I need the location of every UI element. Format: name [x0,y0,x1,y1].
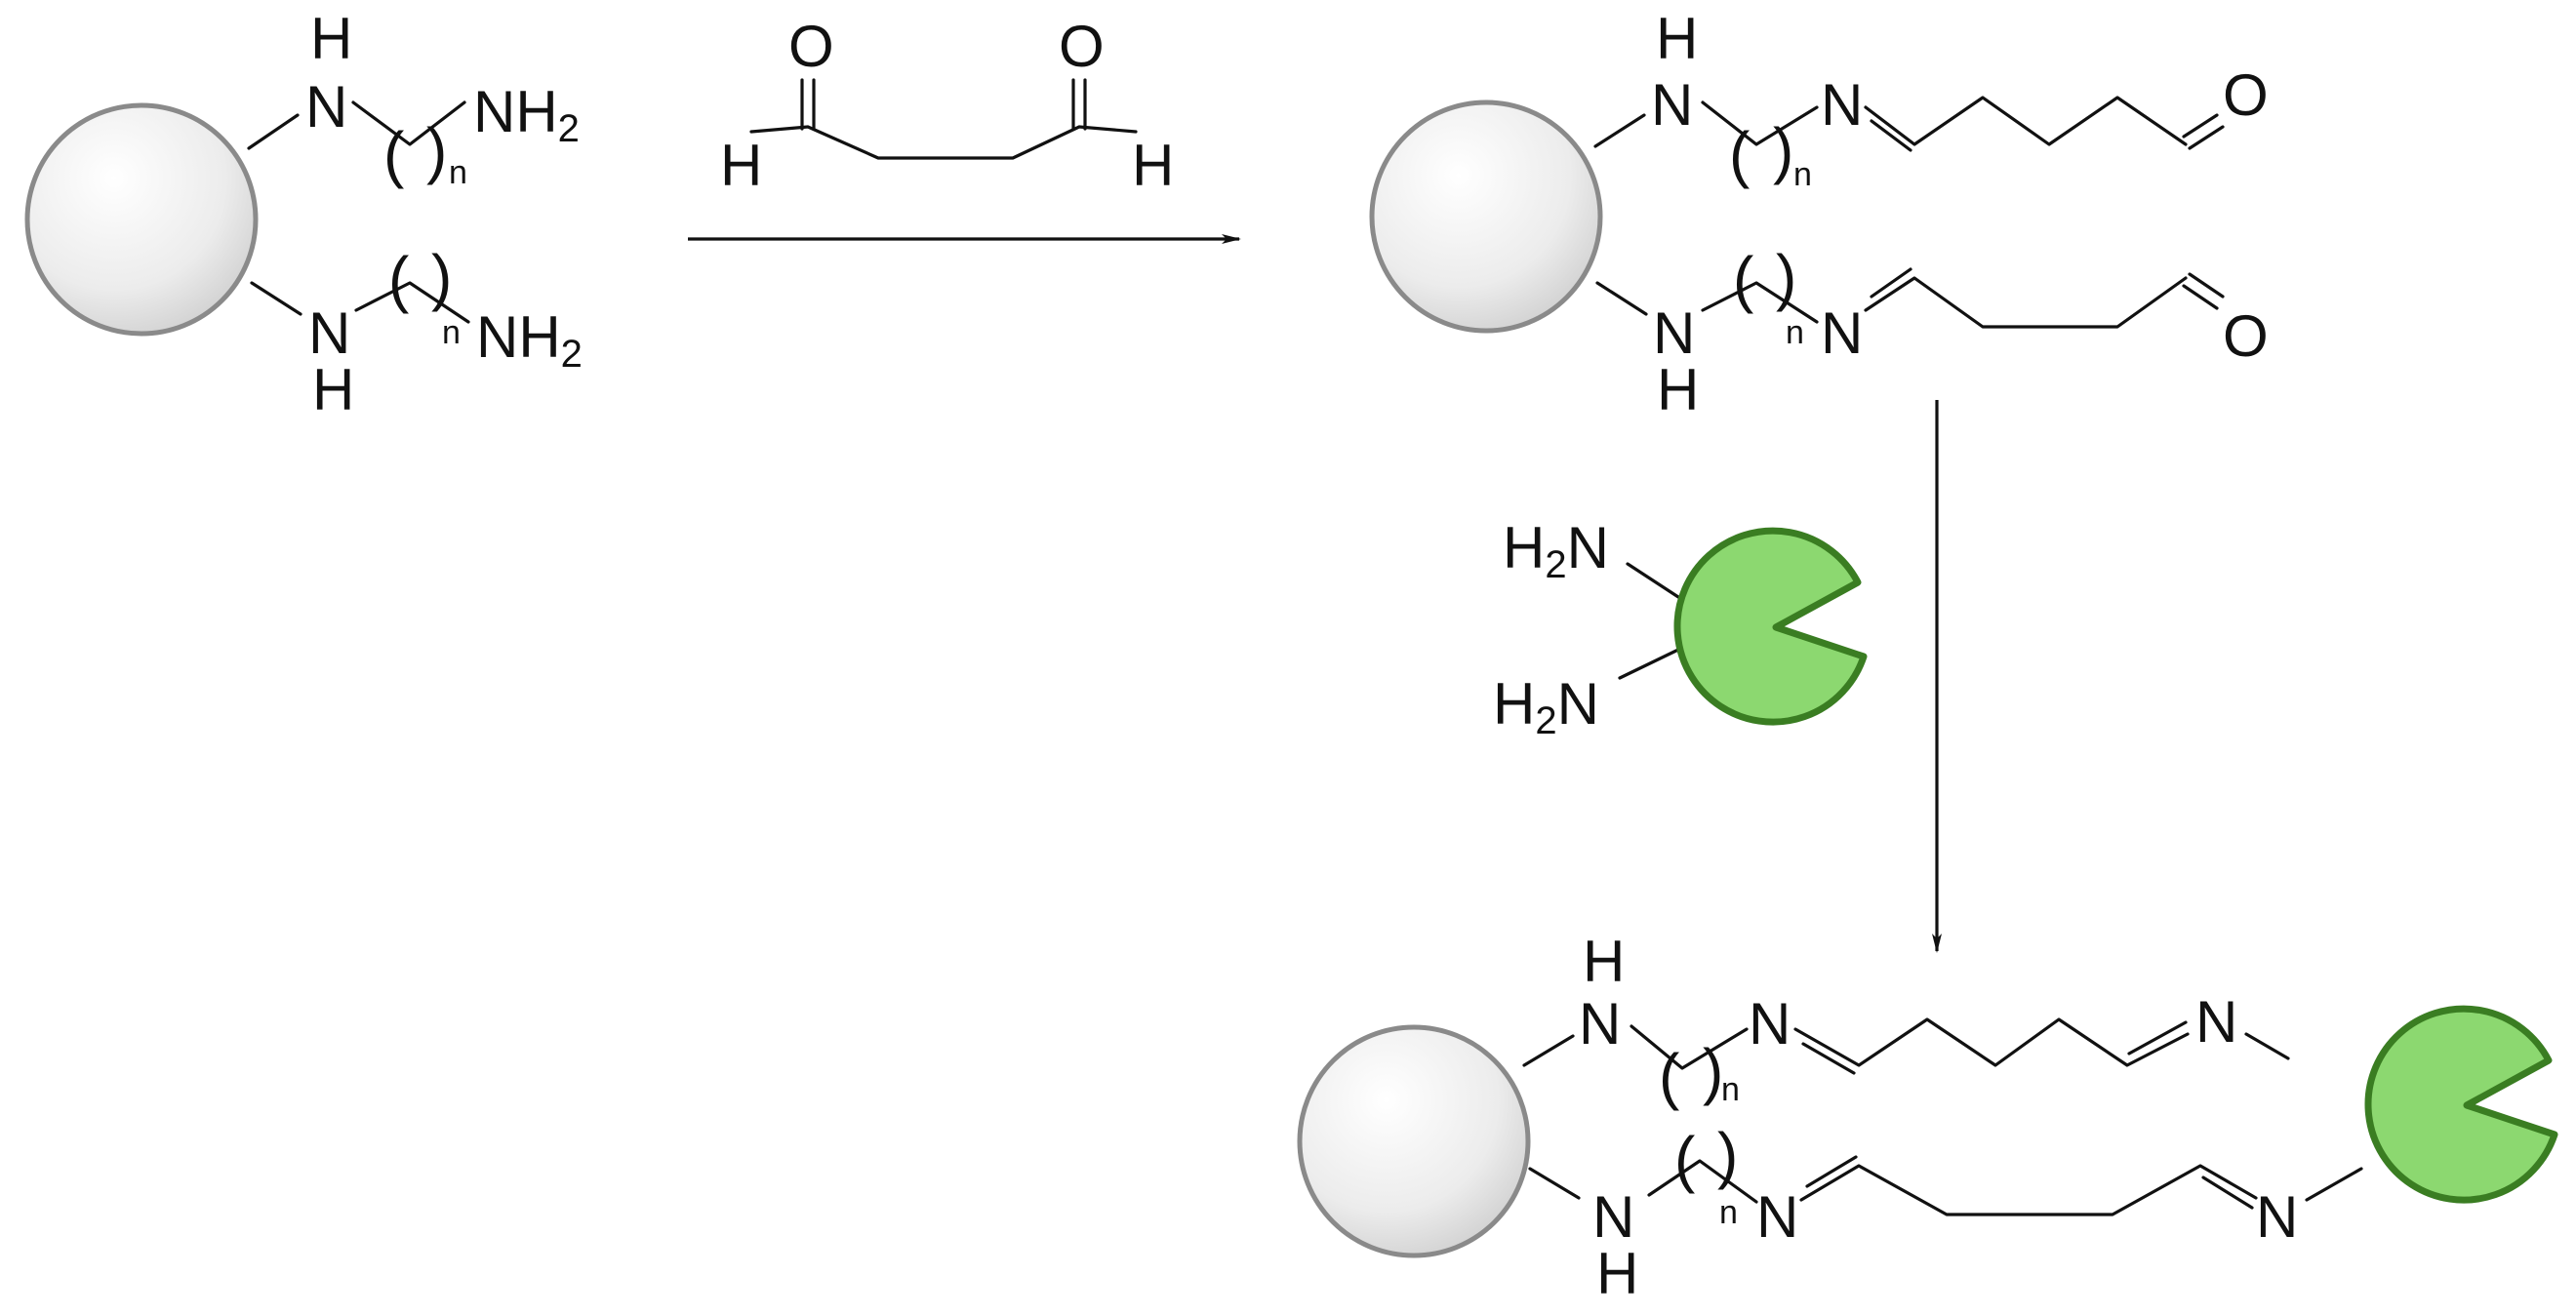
bond [1528,1167,1581,1200]
bond [1595,281,1648,316]
n-label: N [2195,989,2237,1055]
paren-close: ) [1773,115,1793,185]
immobilized-enzyme-product: H N ( ) n N N N H ( ) n N N [1297,929,2558,1306]
enzyme-reagent: H2N H2N [1493,515,1868,742]
paren-close: ) [426,115,447,185]
paren-open: ( [1729,119,1750,189]
o-label: O [1059,14,1105,79]
nh2-label: NH2 [476,304,583,376]
bond [1618,647,1682,680]
n-label: N [1821,300,1863,366]
bond [2305,1167,2363,1202]
bond [250,281,302,316]
chain [749,125,1138,160]
chain [1701,100,1819,146]
n-label: N [305,74,347,139]
h-label: H [1656,6,1698,71]
enzyme-icon [2364,1005,2558,1204]
enzyme-icon [1673,527,1868,726]
paren-open: ( [1674,1124,1695,1194]
bead-icon [24,102,259,337]
n-label: N [1749,991,1791,1056]
subscript-n: n [1793,156,1812,193]
subscript-n: n [1719,1194,1738,1231]
n-label: N [308,300,350,366]
bead-icon [1297,1024,1531,1258]
h2n-label: H2N [1493,671,1599,742]
n-label: N [1592,1184,1634,1250]
glutaraldehyde-reagent: O O H H [720,14,1174,198]
paren-close: ) [431,242,452,312]
subscript-n: n [1721,1071,1740,1108]
chain [1799,1164,2258,1216]
chain [354,281,470,324]
paren-open: ( [388,244,409,314]
bond [2127,1020,2188,1056]
o-label: O [2223,62,2269,128]
n-label: N [2256,1184,2298,1250]
bond [247,113,300,150]
paren-open: ( [383,119,404,189]
chain [1864,96,2188,146]
bead-icon [1369,100,1603,334]
bond [2182,284,2219,310]
bond [1870,119,1912,152]
o-label: O [2223,303,2269,369]
bond [2182,113,2219,139]
chain [1701,281,1819,324]
paren-open: ( [1659,1041,1679,1111]
chain [351,100,466,146]
bond [1626,562,1680,599]
o-label: O [788,14,834,79]
n-label: N [1651,72,1693,138]
chain [1864,276,2188,329]
h-label: H [312,357,354,422]
h-label: H [1132,133,1174,198]
bond [2244,1032,2290,1060]
bond [1801,1042,1856,1075]
subscript-n: n [1786,314,1804,351]
h-label: H [1657,357,1699,422]
n-label: N [1756,1184,1798,1250]
paren-open: ( [1733,244,1753,314]
chain [1793,1017,2190,1067]
subscript-n: n [442,314,461,351]
paren-close: ) [1703,1036,1723,1106]
chain [1647,1159,1758,1204]
paren-close: ) [1717,1120,1738,1190]
h-label: H [1596,1241,1638,1306]
bond [1522,1034,1575,1067]
activated-support: H N ( ) n N O N H ( ) n N O [1369,6,2269,422]
n-label: N [1653,300,1695,366]
n-label: N [1821,72,1863,138]
subscript-n: n [449,154,467,191]
h-label: H [720,133,762,198]
h2n-label: H2N [1503,515,1609,586]
h-label: H [310,6,352,71]
paren-close: ) [1776,242,1796,312]
h-label: H [1583,929,1625,994]
nh2-label: NH2 [473,79,580,150]
chain [1630,1024,1749,1070]
starting-material: H N ( ) n NH2 N H ( ) n NH2 [24,6,583,422]
n-label: N [1579,991,1621,1056]
bond [2201,1176,2254,1210]
bond [2188,125,2225,150]
bond [2188,272,2225,299]
bond [1870,267,1912,299]
bond [1805,1155,1858,1188]
bond [1593,113,1646,148]
